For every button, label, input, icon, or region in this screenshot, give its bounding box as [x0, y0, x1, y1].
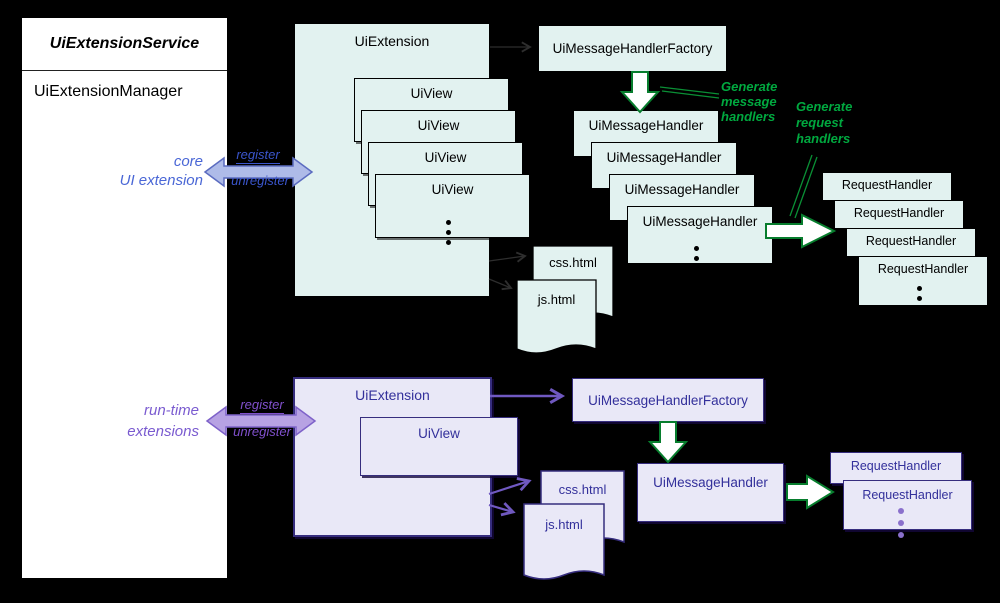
service-class-box: UiExtensionService UiExtensionManager co…	[22, 18, 227, 578]
core-unregister-label: unregister	[231, 173, 289, 188]
core-note-line2: UI extension	[119, 172, 203, 189]
gr-line2: request	[796, 115, 843, 130]
bottom-request-box-1: RequestHandler	[830, 452, 962, 484]
bottom-request-label-1: RequestHandler	[850, 459, 942, 473]
top-uiview-box-4: UiView	[375, 174, 530, 238]
service-class-title: UiExtensionService	[22, 18, 227, 71]
bottom-extension-to-css-connector	[488, 477, 532, 496]
top-js-doc-shape	[516, 279, 597, 354]
generate-request-leader-line	[789, 154, 818, 219]
generate-request-handlers-note: Generate request handlers	[796, 99, 852, 147]
bottom-js-doc-shape	[523, 503, 605, 580]
service-member-label: UiExtensionManager	[34, 83, 183, 100]
top-js-doc: js.html	[516, 279, 597, 357]
top-uiview-ellipsis-dots	[446, 220, 451, 245]
top-request-ellipsis-dots	[917, 286, 922, 311]
bottom-uiview-box: UiView	[360, 417, 518, 476]
bottom-generate-message-arrow	[647, 421, 689, 464]
bottom-css-doc-label: css.html	[558, 482, 607, 497]
gr-line1: Generate	[796, 99, 853, 114]
top-factory-label: UiMessageHandlerFactory	[552, 41, 713, 56]
core-register-label: register	[236, 147, 280, 164]
bottom-request-ellipsis-dots	[898, 508, 904, 538]
runtime-register-label: register	[240, 397, 284, 414]
top-extension-to-css-connector	[488, 251, 527, 263]
top-request-box-4: RequestHandler	[858, 256, 988, 306]
top-extension-to-js-connector	[488, 278, 513, 291]
top-request-label-2: RequestHandler	[853, 206, 945, 220]
gr-line3: handlers	[796, 131, 851, 146]
top-request-box-3: RequestHandler	[846, 228, 976, 257]
top-request-box-1: RequestHandler	[822, 172, 952, 201]
bottom-uiview-label: UiView	[418, 426, 460, 441]
bottom-request-label-2: RequestHandler	[862, 488, 953, 502]
top-factory-box: UiMessageHandlerFactory	[538, 25, 727, 72]
bottom-handler-label: UiMessageHandler	[653, 475, 768, 490]
top-request-box-2: RequestHandler	[834, 200, 964, 229]
top-uiview-label-2: UiView	[417, 118, 460, 133]
bottom-js-doc-label: js.html	[545, 517, 583, 532]
top-uiextension-title: UiExtension	[354, 33, 430, 49]
top-handler-label-3: UiMessageHandler	[624, 182, 740, 197]
top-js-doc-label: js.html	[537, 292, 576, 307]
bottom-request-box-2: RequestHandler	[843, 480, 972, 530]
core-ui-extension-note: core UI extension	[120, 152, 203, 190]
top-request-label-3: RequestHandler	[865, 234, 957, 248]
top-handler-label-4: UiMessageHandler	[642, 214, 758, 229]
bottom-factory-box: UiMessageHandlerFactory	[572, 378, 764, 422]
top-uiview-label-3: UiView	[424, 150, 467, 165]
bottom-uiextension-title: UiExtension	[355, 387, 430, 403]
runtime-extensions-note: run-time extensions	[127, 400, 199, 442]
generate-message-handlers-note: Generate message handlers	[721, 79, 777, 124]
gm-line3: handlers	[721, 109, 776, 124]
top-handler-label-2: UiMessageHandler	[606, 150, 722, 165]
runtime-unregister-label: unregister	[233, 424, 291, 439]
top-generate-request-arrow	[765, 213, 837, 249]
gm-line1: Generate	[721, 79, 778, 94]
top-uiview-label-4: UiView	[431, 182, 474, 197]
bottom-handler-box: UiMessageHandler	[637, 463, 784, 522]
runtime-note-line1: run-time	[143, 402, 199, 419]
top-uiview-label-1: UiView	[410, 86, 453, 101]
core-note-line1: core	[173, 153, 203, 170]
top-request-label-1: RequestHandler	[841, 178, 933, 192]
bottom-factory-label: UiMessageHandlerFactory	[588, 392, 748, 408]
generate-message-leader-line	[659, 86, 720, 99]
top-handler-ellipsis-dots	[694, 246, 699, 271]
bottom-extension-to-js-connector	[488, 502, 516, 517]
top-generate-message-arrow	[619, 71, 661, 114]
runtime-note-line2: extensions	[127, 423, 199, 440]
top-request-label-4: RequestHandler	[877, 262, 969, 276]
bottom-generate-request-arrow	[786, 474, 835, 510]
gm-line2: message	[721, 94, 777, 109]
top-css-doc-label: css.html	[549, 255, 597, 270]
bottom-js-doc: js.html	[523, 503, 605, 583]
top-handler-box-4: UiMessageHandler	[627, 206, 773, 264]
top-handler-label-1: UiMessageHandler	[588, 118, 704, 133]
